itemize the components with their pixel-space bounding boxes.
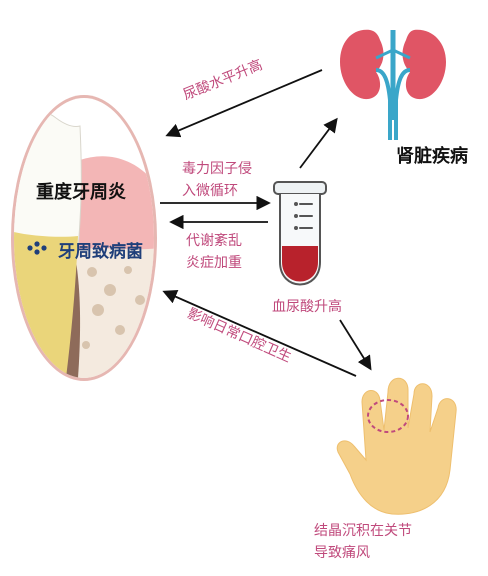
edge-hand-to-teeth [162,290,357,377]
kidney-label: 肾脏疾病 [396,146,468,167]
virulence-label-line1: 毒力因子侵 [182,161,252,177]
metabolic-label-line1: 代谢紊乱 [186,233,242,249]
bacteria-label: 牙周致病菌 [58,242,143,262]
edge-tube-to-hand [339,319,372,371]
kidney-illustration [340,29,446,140]
hand-label-line1: 结晶沉积在关节 [314,523,412,539]
periodontitis-label: 重度牙周炎 [36,182,126,203]
edge-tube-to-kidney [299,117,338,169]
hand-illustration [336,377,457,515]
virulence-label-line2: 入微循环 [182,183,238,199]
tube-label: 血尿酸升高 [272,299,342,315]
test-tube-illustration [273,181,327,286]
hand-label-line2: 导致痛风 [314,545,370,561]
metabolic-label-line2: 炎症加重 [186,255,242,271]
edge-uric-to-teeth [165,69,323,138]
